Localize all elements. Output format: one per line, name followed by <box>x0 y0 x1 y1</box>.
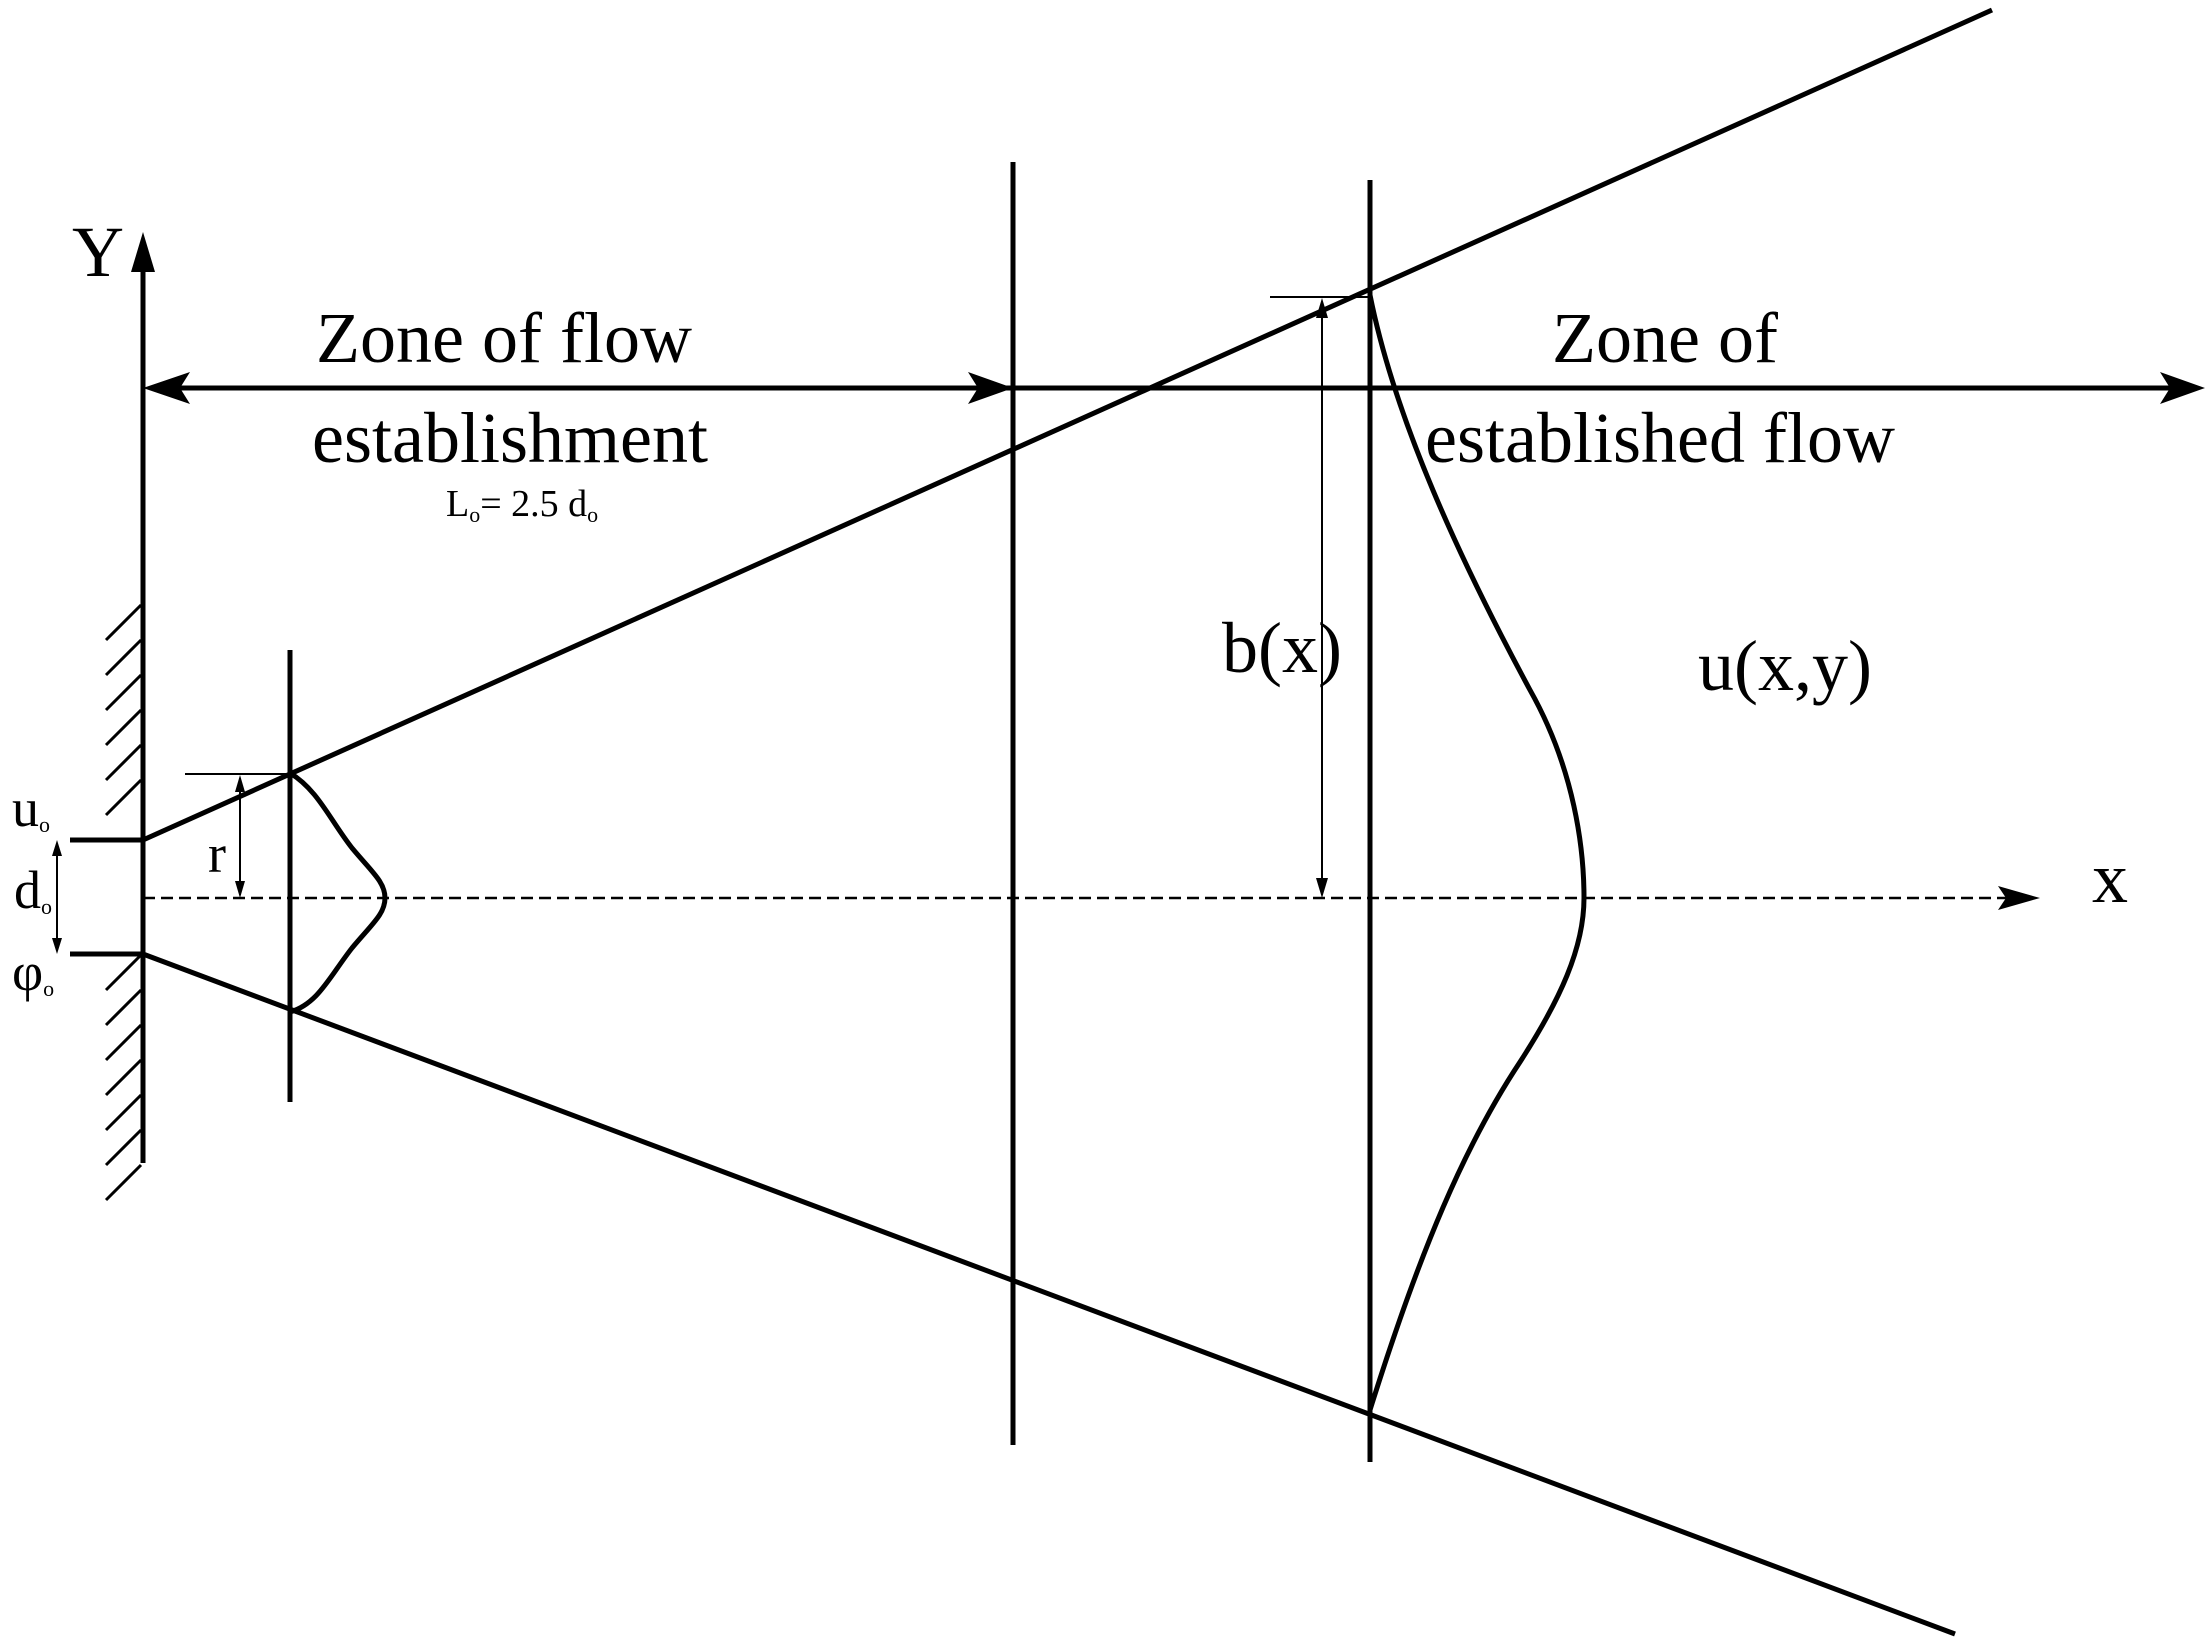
nozzle-velocity-label: uo <box>12 778 50 838</box>
zone-right-arrowhead <box>2160 372 2205 404</box>
zone-left-title-line1: Zone of flow <box>316 298 692 378</box>
jet-upper-boundary <box>141 7 1994 843</box>
d-bottom-arrow <box>52 938 62 954</box>
zone-right-title-line1: Zone of <box>1552 298 1778 378</box>
far-velocity-profile <box>1367 294 1587 1411</box>
radius-label: r <box>208 824 226 884</box>
half-width-label: b(x) <box>1222 608 1342 688</box>
r-top-arrow <box>235 775 245 792</box>
y-axis-label: Y <box>72 212 124 292</box>
length-label: Lo= 2.5 do <box>446 483 598 527</box>
nozzle-diameter-label: do <box>14 860 52 920</box>
zone-left-arrowhead <box>143 372 190 404</box>
x-axis-label: x <box>2092 838 2128 918</box>
velocity-label: u(x,y) <box>1698 626 1872 706</box>
zone-mid-arrowhead <box>968 372 1013 404</box>
zone-left-title-line2: establishment <box>312 398 708 478</box>
jet-lower-boundary <box>142 951 1956 1637</box>
b-bottom-arrow <box>1316 878 1328 898</box>
x-axis-arrowhead <box>1998 886 2040 910</box>
wall-hatching <box>104 595 146 1202</box>
b-top-arrow <box>1316 298 1328 318</box>
d-top-arrow <box>52 840 62 856</box>
nozzle-concentration-label: φo <box>12 942 54 1002</box>
r-bottom-arrow <box>235 881 245 898</box>
y-axis-arrowhead <box>131 232 155 272</box>
zone-right-title-line2: established flow <box>1425 398 1895 478</box>
near-velocity-profile <box>288 770 388 1015</box>
